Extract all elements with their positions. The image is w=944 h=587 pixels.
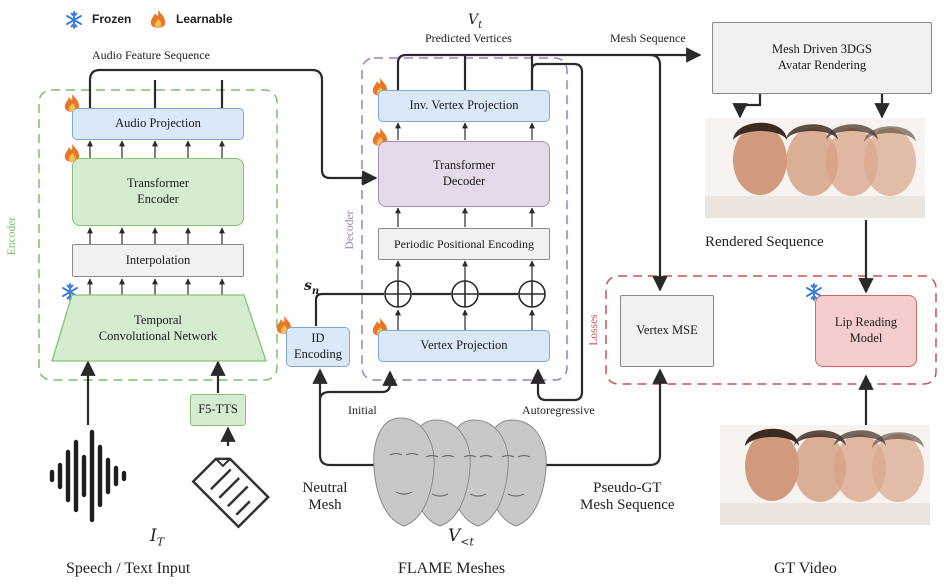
audio-projection-block: Audio Projection [72, 108, 244, 140]
document-icon [191, 457, 270, 529]
legend-frozen-label: Frozen [92, 12, 132, 26]
lip-reading-block: Lip Reading Model [815, 295, 917, 367]
legend-learnable-label: Learnable [176, 12, 233, 26]
sn-symbol: sn [304, 278, 320, 297]
f5-tts-block: F5-TTS [190, 394, 246, 426]
tcn-block: Temporal Convolutional Network [98, 313, 218, 343]
tcn-frozen-icon [62, 283, 78, 301]
rendered-faces [705, 118, 925, 218]
vlt-symbol: V<t [448, 526, 474, 549]
transformer-encoder-block: Transformer Encoder [72, 158, 244, 226]
autoregressive-label: Autoregressive [522, 403, 595, 417]
gt-video-faces [720, 425, 930, 525]
encoder-group-label: Encoder [6, 216, 18, 256]
waveform-icon [49, 429, 127, 523]
plus-nodes [384, 280, 546, 308]
losses-group-label: Losses [588, 314, 600, 346]
mesh-renderer-block: Mesh Driven 3DGS Avatar Rendering [712, 22, 932, 94]
periodic-positional-encoding-block: Periodic Positional Encoding [378, 228, 550, 260]
losses-group [605, 275, 937, 385]
vt-symbol: Vt [468, 12, 483, 31]
caption-flame-meshes: FLAME Meshes [398, 560, 506, 577]
pseudo-gt-label: Pseudo-GT Mesh Sequence [580, 480, 675, 513]
flame-mesh-heads [373, 417, 547, 527]
frozen-icon [66, 11, 82, 29]
flame-icon [150, 10, 166, 28]
neutral-mesh-label: Neutral Mesh [302, 480, 348, 513]
caption-speech-text: Speech / Text Input [66, 560, 191, 577]
rendered-sequence-label: Rendered Sequence [705, 234, 824, 250]
it-symbol: IT [150, 526, 165, 549]
decoder-group-label: Decoder [344, 210, 356, 250]
id-encoding-block: ID Encoding [286, 327, 350, 367]
encoder-group [38, 89, 278, 381]
initial-label: Initial [348, 403, 377, 417]
caption-gt-video: GT Video [774, 560, 837, 577]
vertex-mse-block: Vertex MSE [620, 295, 714, 367]
vertex-projection-block: Vertex Projection [378, 330, 550, 362]
interpolation-block: Interpolation [72, 244, 244, 277]
predicted-vertices-label: Predicted Vertices [425, 31, 512, 45]
transformer-decoder-block: Transformer Decoder [378, 141, 550, 207]
audio-feature-sequence-label: Audio Feature Sequence [92, 48, 210, 62]
mesh-sequence-label: Mesh Sequence [610, 31, 686, 45]
inv-vertex-projection-block: Inv. Vertex Projection [378, 90, 550, 122]
